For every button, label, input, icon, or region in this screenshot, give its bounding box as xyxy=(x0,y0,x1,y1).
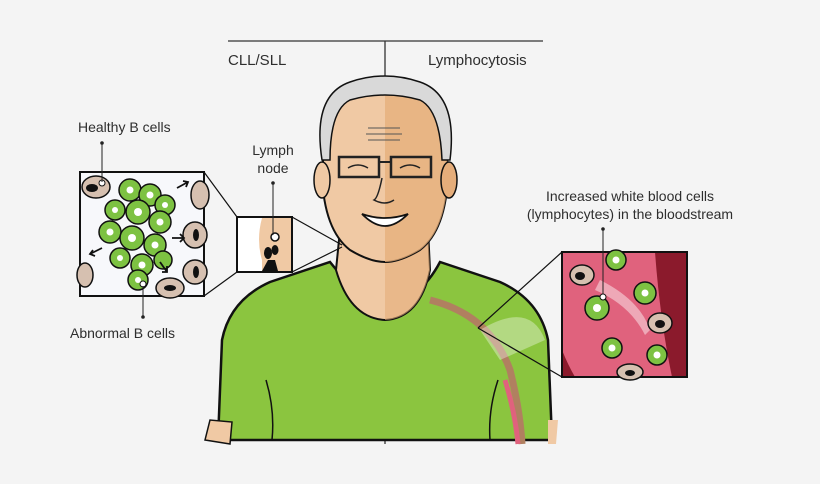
lymph-node-label: Lymph node xyxy=(246,141,300,177)
blood-cells-label-line2: (lymphocytes) in the bloodstream xyxy=(526,206,734,222)
healthy-b-cells-label: Healthy B cells xyxy=(78,119,171,135)
head xyxy=(313,75,458,264)
spread-arrows xyxy=(88,180,190,273)
lymph-node-label-line2: node xyxy=(257,160,289,176)
lymph-node-inset xyxy=(236,181,343,273)
lymph-node-label-line1: Lymph xyxy=(252,142,294,158)
bloodstream-inset xyxy=(477,227,688,381)
lymphocytosis-title: Lymphocytosis xyxy=(428,52,527,69)
abnormal-b-cells-label: Abnormal B cells xyxy=(70,325,176,341)
glasses-left-lens xyxy=(337,155,381,179)
blood-cells-label: Increased white blood cells (lymphocytes… xyxy=(505,187,755,223)
cll-sll-title: CLL/SLL xyxy=(228,52,287,69)
abnormal-cell-cluster-inset xyxy=(76,141,238,319)
glasses-right-lens xyxy=(389,155,433,179)
blood-vessel xyxy=(429,296,526,445)
blood-cells-label-line1: Increased white blood cells xyxy=(545,188,715,204)
